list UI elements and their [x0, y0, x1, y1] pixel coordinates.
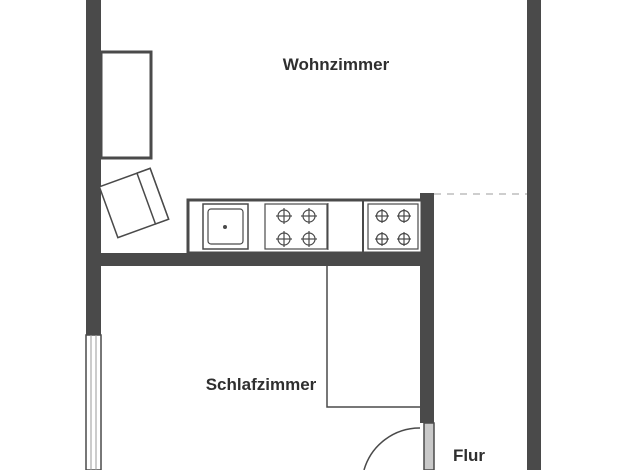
sink-icon [202, 203, 249, 250]
door-jamb [423, 422, 435, 470]
room-label-bedroom: Schlafzimmer [206, 375, 317, 394]
wall-living-bedroom [100, 253, 434, 266]
stove-icon [264, 203, 328, 250]
outer-wall-right [527, 0, 541, 470]
wall-cabinet [99, 50, 153, 160]
armchair [98, 167, 170, 239]
wardrobe-outline [326, 266, 420, 408]
room-label-living: Wohnzimmer [283, 55, 390, 74]
window-left [85, 334, 102, 470]
door-swing-arc [363, 427, 421, 470]
cooktop-icon [367, 203, 419, 250]
room-label-hall: Flur [453, 446, 485, 465]
outer-wall-left-upper [86, 0, 101, 335]
